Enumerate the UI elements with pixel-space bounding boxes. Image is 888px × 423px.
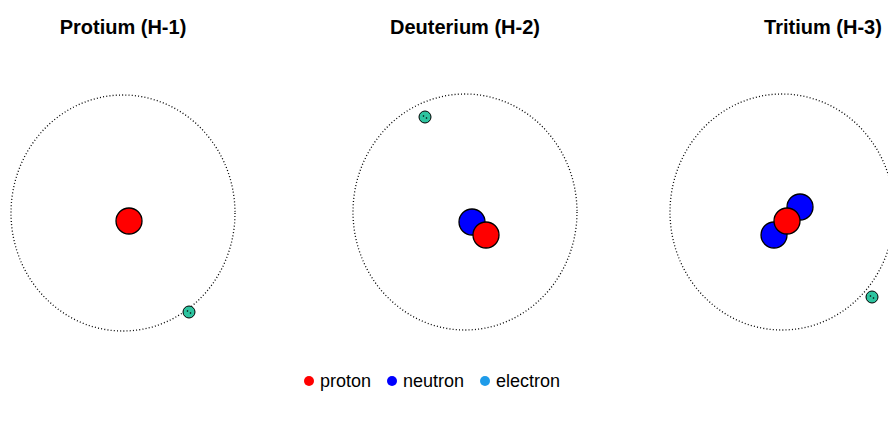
tritium-atom — [670, 94, 888, 330]
orbit — [11, 95, 235, 331]
electron — [419, 111, 431, 123]
isotope-title: Deuterium (H-2) — [388, 15, 543, 39]
electron — [183, 306, 195, 318]
proton — [473, 222, 499, 248]
legend-swatch — [480, 376, 490, 386]
legend-text: neutron — [403, 370, 464, 392]
electron — [866, 291, 878, 303]
legend-text: proton — [320, 370, 371, 392]
legend-swatch — [304, 376, 314, 386]
proton — [116, 208, 142, 234]
orbit — [353, 94, 577, 330]
legend-item: proton — [304, 370, 371, 392]
atom-label: Tritium (H-3) — [762, 15, 884, 39]
legend: proton neutron electron — [0, 370, 864, 392]
legend-item: electron — [480, 370, 560, 392]
deuterium-atom — [353, 94, 577, 330]
atom-label: Deuterium (H-2) — [388, 15, 543, 39]
atom-label: Protium (H-1) — [58, 15, 189, 39]
protium-atom — [11, 95, 235, 331]
legend-text: electron — [496, 370, 560, 392]
orbit — [670, 94, 888, 330]
legend-swatch — [387, 376, 397, 386]
isotope-title: Protium (H-1) — [58, 15, 189, 39]
legend-item: neutron — [387, 370, 464, 392]
isotope-title: Tritium (H-3) — [762, 15, 884, 39]
proton — [774, 208, 800, 234]
